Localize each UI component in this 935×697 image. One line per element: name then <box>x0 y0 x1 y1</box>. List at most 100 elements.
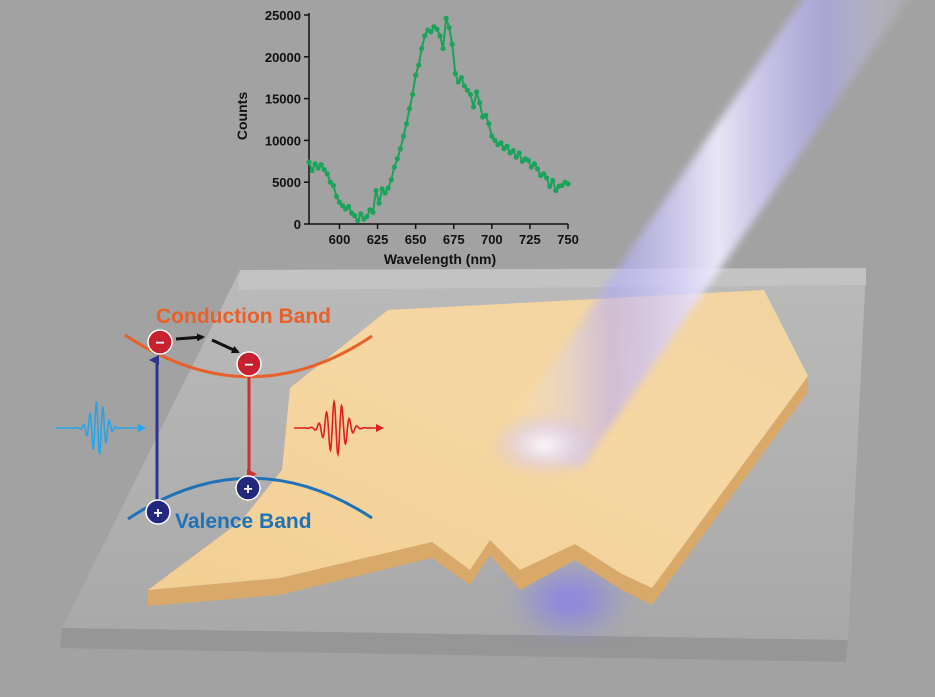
y-axis-title: Counts <box>234 92 250 140</box>
spectrum-data-point <box>516 150 522 156</box>
spectrum-data-point <box>550 177 556 184</box>
spectrum-data-point <box>312 161 318 167</box>
spectrum-data-point <box>446 24 452 31</box>
x-tick-label: 725 <box>519 232 541 247</box>
spectrum-data-point <box>452 70 458 77</box>
spectrum-data-point <box>492 137 498 143</box>
band-diagram: Conduction Band Valence Band − − + + <box>56 305 384 533</box>
spectrum-data-point <box>376 200 382 206</box>
spectrum-data-point <box>528 164 535 170</box>
hole-2: + <box>235 475 261 501</box>
spectrum-data-point <box>489 133 495 139</box>
incident-wave-arrowhead <box>138 424 146 432</box>
spectrum-data-point <box>318 162 324 168</box>
conduction-band-label: Conduction Band <box>156 305 331 328</box>
spectrum-data-point <box>531 161 538 167</box>
electron-2-symbol: − <box>244 357 253 374</box>
spectrum-data-point <box>443 15 449 21</box>
x-axis-title: Wavelength (nm) <box>384 251 496 267</box>
electron-1-symbol: − <box>155 335 164 352</box>
spectrum-data-point <box>525 157 531 164</box>
spectrum-data-point <box>428 29 434 35</box>
spectrum-data-point <box>321 167 327 173</box>
spectrum-data-point <box>403 121 410 127</box>
spectrum-data-point <box>327 179 333 185</box>
spectrum-data-point <box>416 62 422 68</box>
spectrum-data-point <box>397 146 404 152</box>
valence-band-label: Valence Band <box>175 510 312 533</box>
hole-2-symbol: + <box>243 481 252 498</box>
spectrum-data-point <box>422 33 428 39</box>
spectrum-data-point <box>352 213 358 219</box>
spectrum-data-point <box>553 187 559 194</box>
y-tick-label: 15000 <box>265 92 301 107</box>
electron-2: − <box>236 351 262 377</box>
x-tick-label: 600 <box>329 232 351 247</box>
spectrum-data-point <box>498 140 504 146</box>
emitted-wave-packet-icon <box>294 398 378 458</box>
spectrum-data-point <box>473 89 480 95</box>
spectrum-data-point <box>336 199 343 205</box>
substrate-glow <box>510 560 630 640</box>
spectrum-data-point <box>419 45 425 52</box>
spectrum-data-point <box>455 79 461 85</box>
spectrum-data-point <box>385 185 391 191</box>
spectrum-data-point <box>544 175 550 181</box>
spectrum-data-point <box>464 87 471 93</box>
spectrum-data-point <box>410 91 416 98</box>
spectrum-data-point <box>364 213 370 220</box>
y-tick-label: 10000 <box>265 133 301 148</box>
x-tick-label: 675 <box>443 232 465 247</box>
spectrum-data-point <box>394 156 400 162</box>
spectrum-data-point <box>437 33 443 39</box>
spectrum-data-point <box>324 171 330 177</box>
y-tick-label: 20000 <box>265 50 301 65</box>
spectrum-data-point <box>513 154 519 160</box>
spectrum-data-point <box>483 112 489 118</box>
y-tick-label: 0 <box>294 217 301 232</box>
spectrum-data-point <box>449 41 455 47</box>
spectrum-data-point <box>477 100 483 106</box>
spectrum-data-point <box>534 166 541 172</box>
laser-beam-icon <box>490 0 908 477</box>
x-tick-label: 700 <box>481 232 503 247</box>
spectrum-data-point <box>315 165 321 171</box>
spectrum-data-point <box>504 143 510 149</box>
hole-1: + <box>145 499 171 525</box>
spectrum-data-point <box>547 183 553 189</box>
relaxation-arrows-icon <box>175 333 240 354</box>
spectrum-data-point <box>440 45 446 52</box>
spectrum-data-point <box>309 167 315 174</box>
spectrum-data-point <box>388 177 394 183</box>
electron-1: − <box>147 329 173 355</box>
spectrum-data-point <box>565 181 571 187</box>
spectrum-data-point <box>333 193 340 200</box>
spectrum-data-point <box>306 159 312 165</box>
y-tick-label: 25000 <box>265 8 301 23</box>
x-tick-label: 625 <box>367 232 389 247</box>
spectrum-data-point <box>400 133 407 139</box>
spectrum-data-point <box>358 211 364 217</box>
spectrum-data-point <box>346 203 352 210</box>
spectrum-data-point <box>541 171 547 177</box>
x-tick-label: 750 <box>557 232 579 247</box>
spectrum-data-point <box>413 72 419 78</box>
spectrum-data-point <box>379 186 385 192</box>
spectrum-data-point <box>355 218 361 224</box>
spectrum-data-point <box>339 203 346 209</box>
spectrum-data-point <box>559 182 565 189</box>
spectrum-data-point <box>458 75 464 81</box>
spectrum-series-points <box>306 15 571 224</box>
spectrum-data-point <box>373 187 379 194</box>
spectrum-data-point <box>486 121 492 127</box>
spectrum-data-point <box>330 182 336 189</box>
spectrum-data-point <box>391 164 397 170</box>
incident-wave-packet-icon <box>56 401 140 455</box>
spectrum-data-point <box>461 83 467 89</box>
emitted-wave-arrowhead <box>376 424 384 432</box>
spectrum-data-point <box>382 190 388 196</box>
spectrum-data-point <box>510 147 516 154</box>
hole-1-symbol: + <box>153 505 162 522</box>
